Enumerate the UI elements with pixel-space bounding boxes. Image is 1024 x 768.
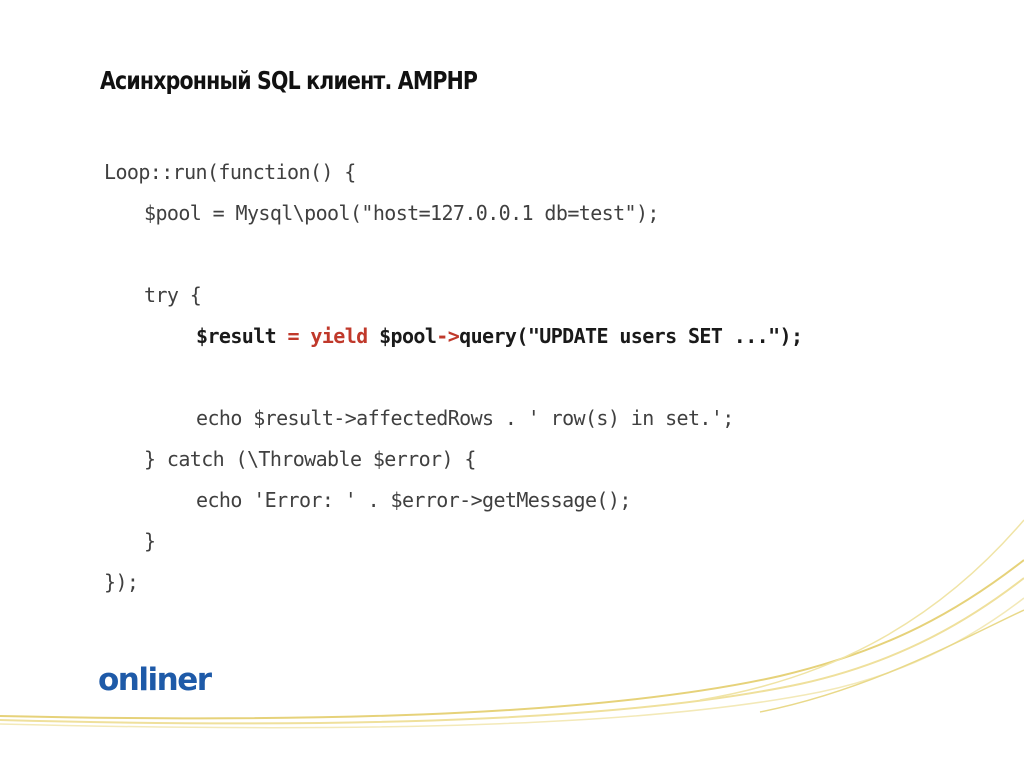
- code-token-variable: $result: [196, 324, 288, 348]
- code-token-call: query("UPDATE users SET ...");: [459, 324, 803, 348]
- code-line: });: [104, 570, 139, 594]
- onliner-logo: onliner: [98, 662, 212, 698]
- code-line: }: [144, 529, 156, 553]
- code-line: echo $result->affectedRows . ' row(s) in…: [196, 406, 734, 430]
- code-line-highlighted: $result = yield $pool->query("UPDATE use…: [104, 324, 803, 365]
- code-line: echo 'Error: ' . $error->getMessage();: [196, 488, 631, 512]
- code-line: Loop::run(function() {: [104, 160, 356, 184]
- code-token-variable: $pool: [379, 324, 437, 348]
- code-line: try {: [144, 283, 202, 307]
- code-token-operator: ->: [436, 324, 460, 348]
- code-block: Loop::run(function() { $pool = Mysql\poo…: [104, 160, 803, 611]
- code-token-keyword: = yield: [287, 324, 380, 348]
- code-line: $pool = Mysql\pool("host=127.0.0.1 db=te…: [144, 201, 659, 225]
- slide-title: Асинхронный SQL клиент. AMPHP: [100, 66, 478, 95]
- code-line: } catch (\Throwable $error) {: [144, 447, 476, 471]
